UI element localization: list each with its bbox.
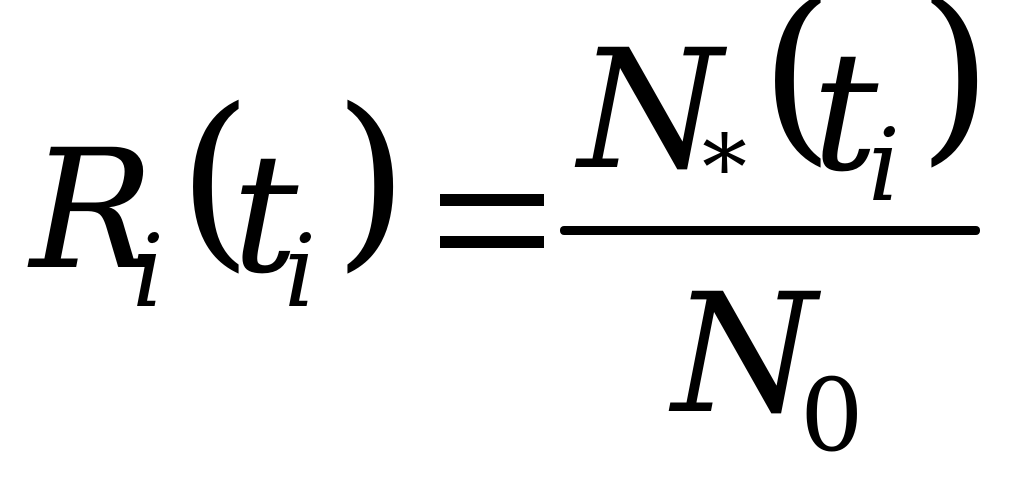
numerator-subscript-star: *	[702, 116, 747, 221]
denominator-symbol-N: N	[672, 258, 817, 450]
numerator-symbol-N: N	[578, 14, 723, 206]
lhs-subscript-i: i	[132, 213, 164, 330]
numerator-close-paren: )	[918, 0, 993, 183]
equals-sign-top-bar	[440, 194, 544, 206]
lhs-close-paren: )	[334, 68, 409, 289]
numerator-argument-t: t	[812, 16, 879, 208]
denominator-subscript-0: 0	[800, 357, 864, 474]
lhs-argument-subscript-i: i	[284, 213, 316, 330]
numerator-argument-subscript-i: i	[868, 107, 900, 224]
equals-sign-bottom-bar	[440, 236, 544, 248]
lhs-argument-t: t	[232, 118, 299, 310]
numerator-open-paren: (	[760, 0, 835, 183]
lhs-symbol-R: R	[30, 114, 155, 306]
fraction-bar	[560, 226, 980, 235]
lhs-open-paren: (	[178, 68, 253, 289]
